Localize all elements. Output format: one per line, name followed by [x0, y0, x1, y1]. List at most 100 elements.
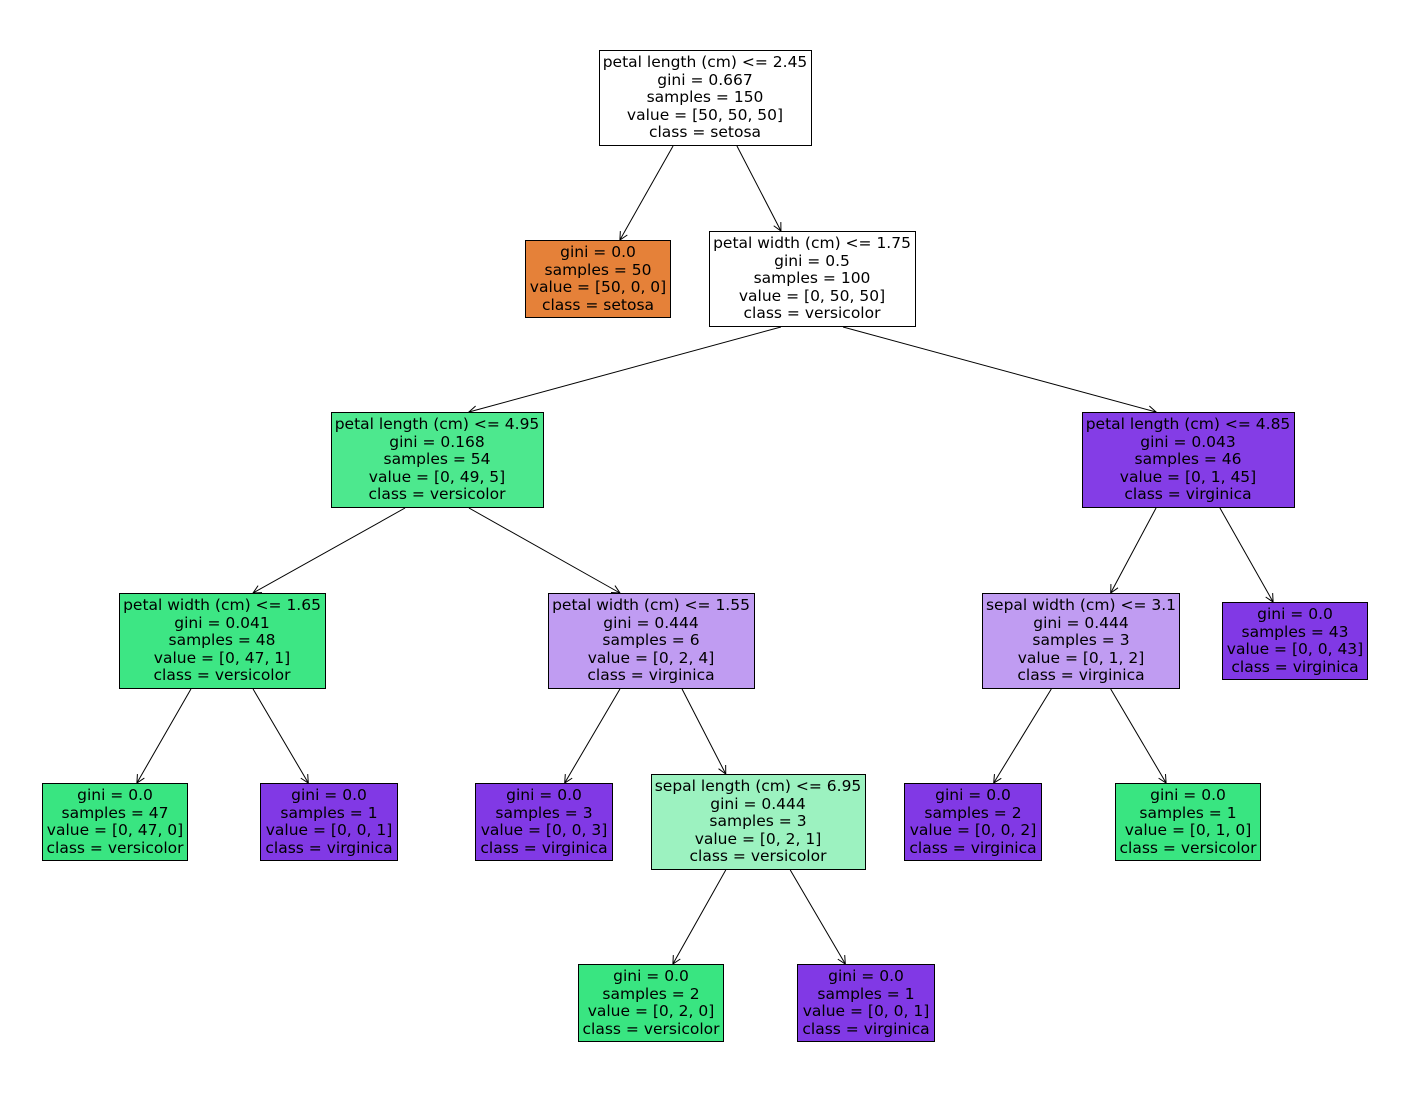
- node-line: value = [0, 0, 2]: [909, 821, 1037, 839]
- node-line: gini = 0.444: [603, 613, 699, 632]
- node-line: value = [0, 2, 4]: [587, 648, 715, 667]
- node-line: samples = 150: [646, 88, 764, 107]
- node-line: class = virginica: [802, 1019, 930, 1038]
- node-line: samples = 50: [544, 260, 652, 279]
- node-line: gini = 0.0: [613, 967, 689, 985]
- node-line: gini = 0.5: [774, 251, 850, 270]
- node-line: value = [0, 1, 45]: [1119, 467, 1257, 486]
- node-line: class = virginica: [587, 666, 715, 685]
- node-line: petal length (cm) <= 2.45: [602, 53, 808, 72]
- node-line: value = [0, 0, 3]: [480, 821, 608, 839]
- edge-n3-n5: [253, 507, 406, 593]
- node-line: samples = 3: [495, 803, 593, 822]
- node-line: petal length (cm) <= 4.95: [334, 415, 540, 434]
- node-line: gini = 0.0: [1150, 786, 1226, 804]
- node-line: samples = 43: [1241, 622, 1349, 641]
- node-line: value = [50, 50, 50]: [626, 105, 784, 124]
- node-line: petal width (cm) <= 1.55: [552, 596, 750, 615]
- edge-n7-n14: [1110, 688, 1166, 783]
- node-line: class = setosa: [648, 123, 762, 142]
- edge-n2-n3: [469, 326, 782, 412]
- edge-n4-n7: [1111, 507, 1157, 593]
- edge-n12-n15: [673, 869, 727, 964]
- edge-n6-n12: [681, 688, 726, 774]
- node-line: class = virginica: [265, 838, 393, 857]
- node-line: samples = 54: [383, 450, 491, 469]
- node-line: petal length (cm) <= 4.85: [1085, 415, 1291, 434]
- node-line: samples = 48: [168, 631, 276, 650]
- node-line: class = virginica: [1231, 657, 1359, 676]
- node-line: samples = 3: [709, 812, 807, 831]
- node-line: class = versicolor: [1119, 838, 1257, 857]
- node-line: gini = 0.0: [77, 786, 153, 804]
- node-line: class = versicolor: [368, 485, 506, 504]
- node-line: value = [0, 50, 50]: [738, 286, 886, 305]
- node-line: value = [0, 1, 2]: [1017, 648, 1145, 667]
- node-line: gini = 0.667: [657, 70, 753, 89]
- edge-n5-n9: [137, 688, 192, 783]
- node-line: gini = 0.0: [506, 786, 582, 804]
- node-line: samples = 6: [602, 631, 700, 650]
- node-line: samples = 1: [817, 984, 915, 1003]
- node-line: samples = 2: [924, 803, 1022, 822]
- node-line: value = [0, 47, 0]: [46, 821, 184, 839]
- edge-n5-n10: [252, 688, 308, 783]
- edge-n7-n13: [994, 688, 1052, 783]
- node-line: gini = 0.0: [1257, 605, 1333, 623]
- node-line: gini = 0.168: [389, 432, 485, 451]
- node-line: class = virginica: [909, 838, 1037, 857]
- edge-n3-n6: [468, 507, 620, 593]
- edge-n2-n4: [842, 326, 1156, 412]
- node-line: samples = 2: [602, 984, 700, 1003]
- edge-n6-n11: [565, 688, 621, 783]
- node-line: class = virginica: [1124, 485, 1252, 504]
- node-line: value = [0, 1, 0]: [1124, 821, 1252, 839]
- node-line: gini = 0.444: [710, 794, 806, 813]
- edge-n0-n1: [620, 145, 674, 240]
- edge-n0-n2: [736, 145, 781, 231]
- node-line: value = [0, 0, 43]: [1226, 640, 1364, 658]
- node-line: gini = 0.0: [935, 786, 1011, 804]
- node-line: value = [0, 0, 1]: [802, 1002, 930, 1020]
- node-line: class = versicolor: [582, 1019, 720, 1038]
- node-line: value = [0, 0, 1]: [265, 821, 393, 839]
- node-line: class = setosa: [541, 295, 655, 314]
- node-line: samples = 47: [61, 803, 169, 822]
- node-line: value = [0, 47, 1]: [153, 648, 291, 667]
- node-line: class = versicolor: [46, 838, 184, 857]
- node-line: samples = 3: [1032, 631, 1130, 650]
- node-line: value = [0, 49, 5]: [368, 467, 506, 486]
- node-line: sepal length (cm) <= 6.95: [654, 777, 862, 796]
- node-line: gini = 0.0: [291, 786, 367, 804]
- node-line: gini = 0.043: [1140, 432, 1236, 451]
- node-line: petal width (cm) <= 1.65: [123, 596, 321, 615]
- node-line: samples = 46: [1134, 450, 1242, 469]
- edge-n12-n16: [789, 869, 845, 964]
- node-line: class = virginica: [480, 838, 608, 857]
- node-line: class = versicolor: [153, 666, 291, 685]
- node-line: gini = 0.444: [1033, 613, 1129, 632]
- node-line: samples = 100: [753, 269, 871, 288]
- node-line: class = virginica: [1017, 666, 1145, 685]
- node-line: petal width (cm) <= 1.75: [713, 234, 911, 253]
- node-line: gini = 0.0: [560, 243, 636, 261]
